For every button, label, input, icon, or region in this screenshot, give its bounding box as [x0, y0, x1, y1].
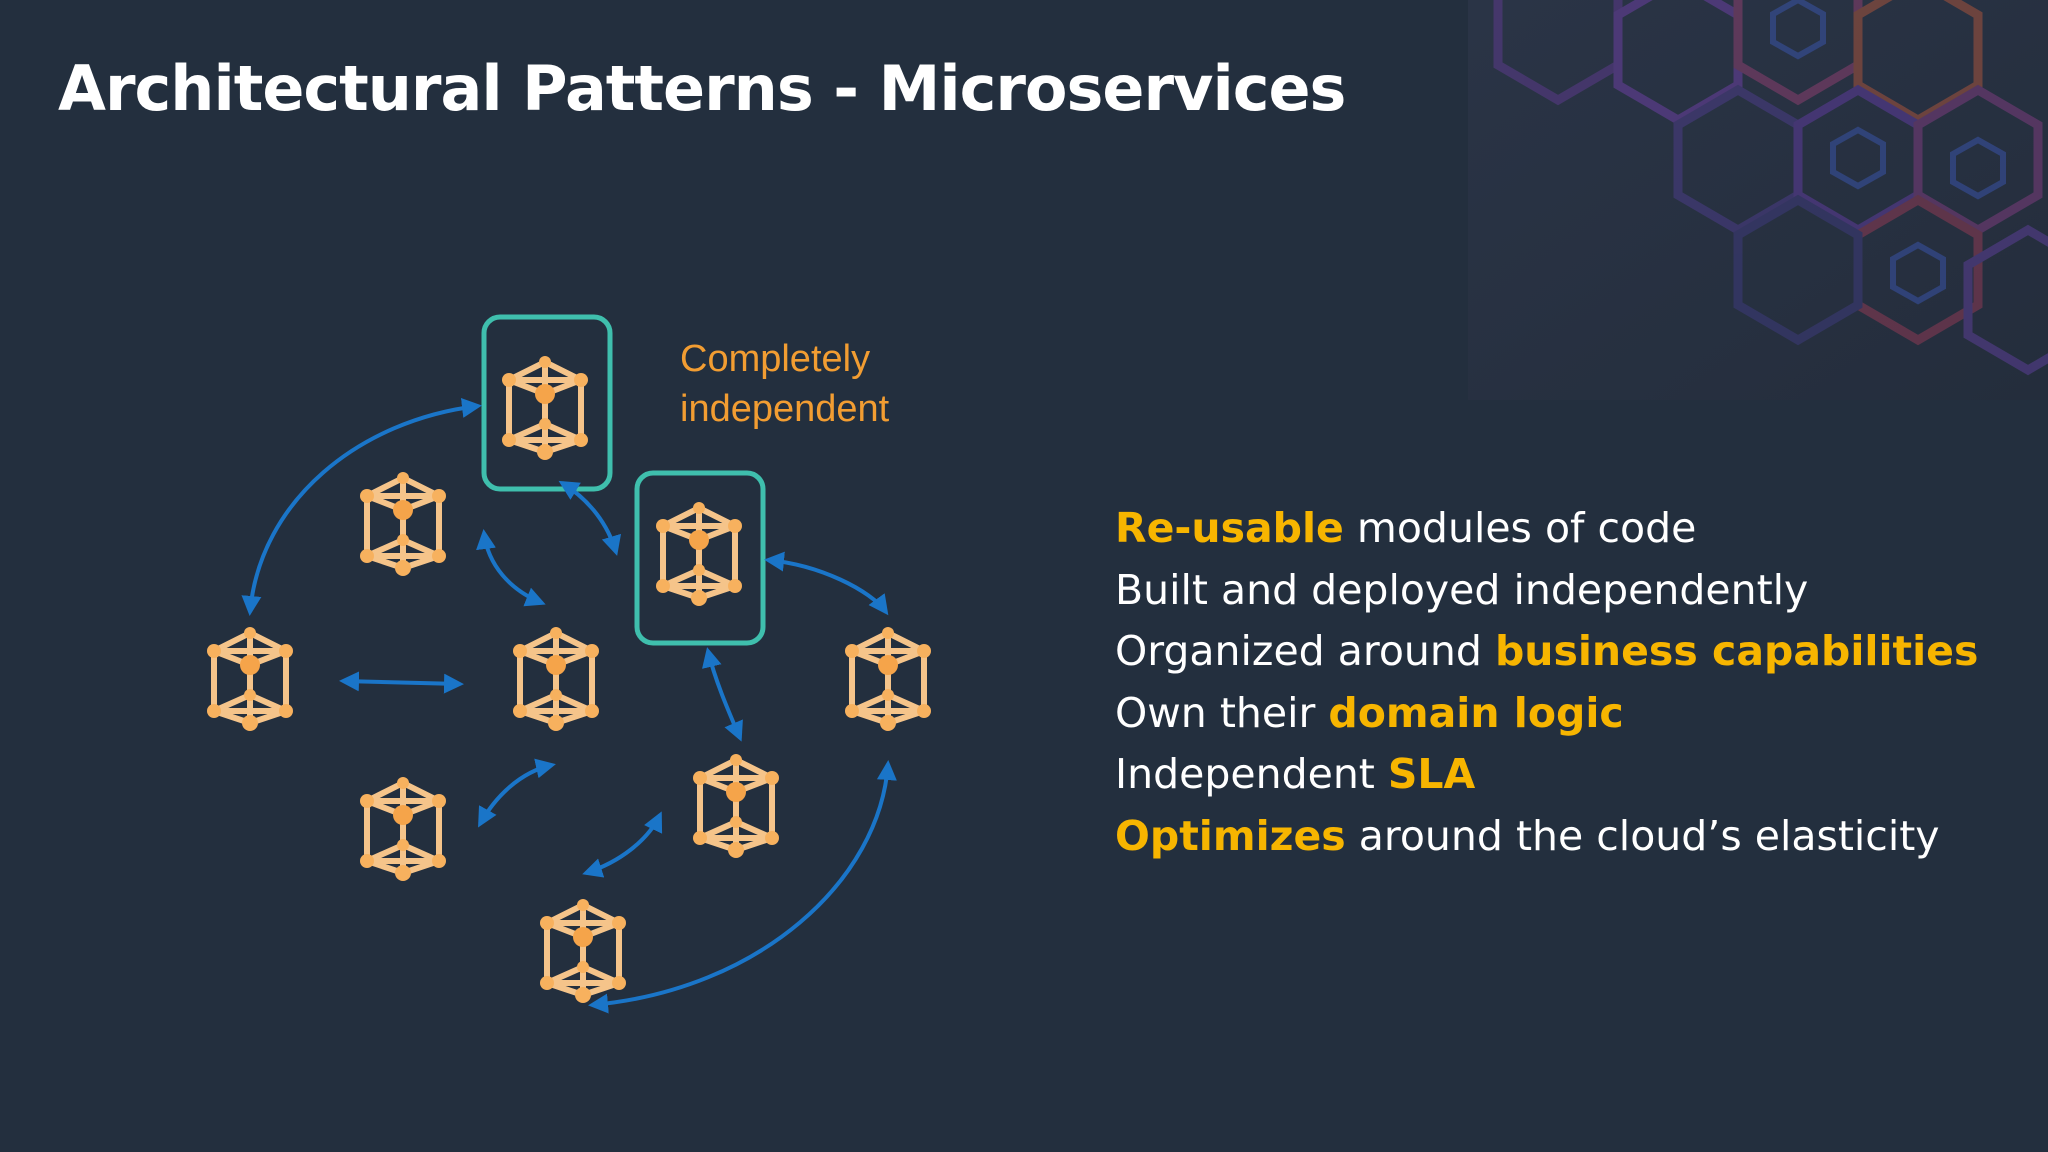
arrow-top-to-far-left — [241, 397, 482, 616]
hexagon-pattern-decoration — [1468, 0, 2048, 400]
bullet-optimizes: Optimizes around the cloud’s elasticity — [1115, 806, 1978, 868]
arrow-right-to-lower-middle — [702, 647, 743, 742]
bullet-text: around the cloud’s elasticity — [1345, 811, 1940, 860]
bullet-built-deployed: Built and deployed independently — [1115, 560, 1978, 622]
service-node-far-left — [207, 627, 293, 731]
bullet-highlight: business capabilities — [1494, 627, 1979, 675]
bullet-highlight: SLA — [1387, 750, 1476, 798]
bullet-highlight: domain logic — [1328, 688, 1624, 737]
highlight-box-right — [634, 470, 766, 646]
arrow-bottom-to-lower-middle — [582, 811, 663, 878]
bullet-text: modules of code — [1343, 504, 1697, 552]
bullet-highlight: Re-usable — [1115, 504, 1344, 552]
arrow-far-right-to-bottom — [588, 760, 897, 1014]
arrow-upper-left-to-center — [476, 529, 546, 607]
service-node-center — [513, 627, 599, 731]
service-node-bottom — [540, 899, 626, 1003]
completely-independent-callout: Completely independent — [680, 334, 889, 434]
bullet-text: Organized around — [1115, 627, 1495, 675]
callout-line-1: Completely — [680, 338, 871, 380]
bullet-organized: Organized around business capabilities — [1115, 621, 1978, 683]
service-node-lower-left — [360, 777, 446, 881]
arrow-far-left-to-center — [339, 671, 464, 694]
service-node-lower-middle — [693, 754, 779, 858]
service-node-top — [502, 356, 588, 460]
bullet-text: Built and deployed independently — [1115, 565, 1809, 614]
bullet-domain-logic: Own their domain logic — [1115, 683, 1978, 745]
service-node-upper-left — [360, 472, 446, 576]
bullet-highlight: Optimizes — [1115, 811, 1346, 860]
arrow-lower-left-to-center — [478, 758, 556, 828]
highlight-box-top — [481, 314, 613, 492]
bullet-reusable: Re-usable modules of code — [1115, 498, 1978, 560]
slide-title: Architectural Patterns - Microservices — [58, 52, 1346, 125]
bullet-text: Independent — [1115, 750, 1388, 798]
service-node-right-highlighted — [656, 502, 742, 606]
bullet-text: Own their — [1115, 688, 1329, 737]
bullet-sla: Independent SLA — [1115, 744, 1978, 806]
arrow-right-to-far-right — [764, 551, 889, 616]
arrow-top-to-right — [558, 480, 622, 556]
service-node-far-right — [845, 627, 931, 731]
bullet-list: Re-usable modules of code Built and depl… — [1115, 498, 1978, 867]
callout-line-2: independent — [680, 388, 890, 430]
